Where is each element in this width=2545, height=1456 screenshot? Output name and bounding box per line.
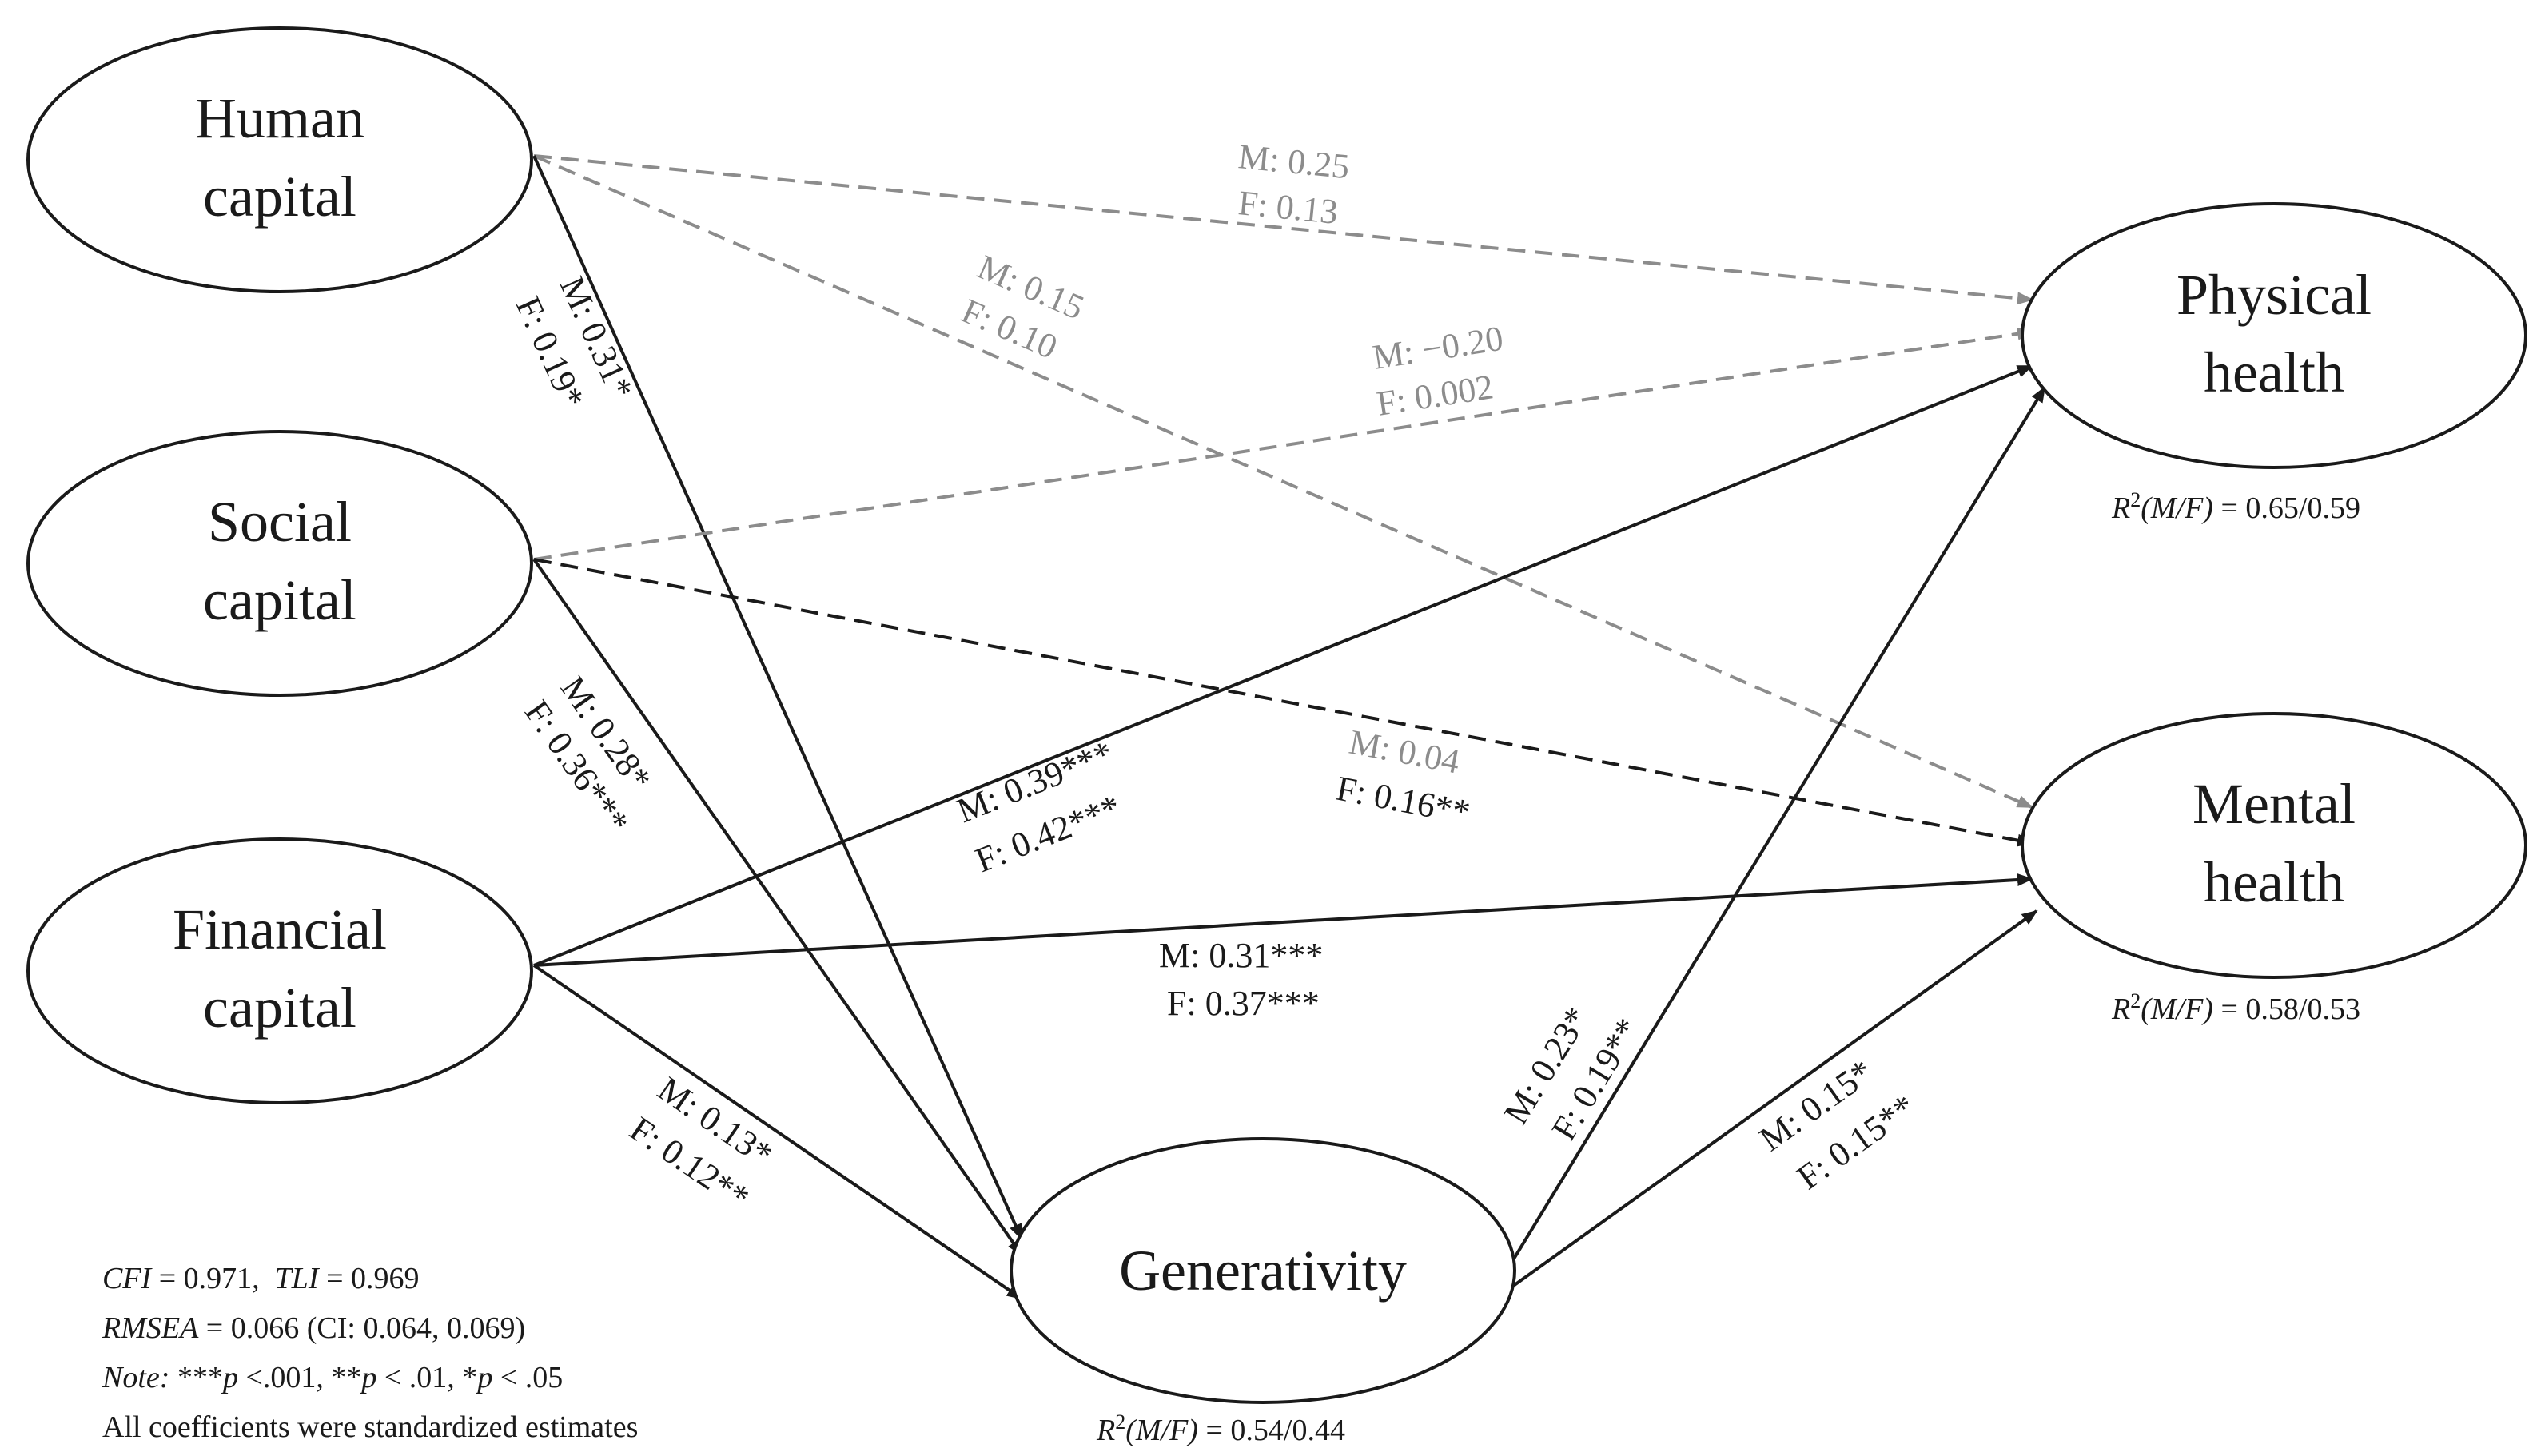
- node-social-capital: Social capital: [26, 430, 533, 697]
- r2-physical: R2(M/F) = 0.65/0.59: [2111, 488, 2360, 525]
- node-human-capital-line1: Human: [195, 86, 364, 150]
- node-generativity-label: Generativity: [1119, 1239, 1407, 1303]
- node-human-capital: Human capital: [26, 26, 533, 293]
- node-social-capital-line1: Social: [208, 490, 352, 554]
- node-mental-health-line2: health: [2204, 850, 2344, 914]
- fit-rmsea: RMSEA = 0.066 (CI: 0.064, 0.069): [102, 1311, 525, 1345]
- fit-standardized-note: All coefficients were standardized estim…: [102, 1410, 638, 1444]
- node-physical-health-line1: Physical: [2177, 263, 2372, 327]
- fit-statistics-block: CFI = 0.971, TLI = 0.969 RMSEA = 0.066 (…: [102, 1262, 638, 1444]
- fit-note: Note: ***p <.001, **p < .01, *p < .05: [102, 1361, 563, 1394]
- node-social-capital-line2: capital: [203, 568, 356, 632]
- fit-cfi-tli: CFI = 0.971, TLI = 0.969: [102, 1262, 420, 1295]
- path-financial-physical: [533, 364, 2033, 967]
- coef-human-physical-m: M: 0.25: [1237, 137, 1351, 186]
- r2-generativity: R2(M/F) = 0.54/0.44: [1096, 1410, 1345, 1447]
- node-human-capital-line2: capital: [203, 165, 356, 229]
- node-mental-health: Mental health: [2021, 712, 2527, 979]
- coef-human-physical-f: F: 0.13: [1237, 183, 1340, 232]
- coef-financial-mental-m: M: 0.31***: [1159, 936, 1323, 975]
- coef-financial-mental-f: F: 0.37***: [1167, 984, 1320, 1023]
- path-financial-mental: [533, 873, 2033, 967]
- node-financial-capital-line2: capital: [203, 976, 356, 1040]
- r2-mental: R2(M/F) = 0.58/0.53: [2111, 989, 2360, 1026]
- path-social-mental: [533, 558, 2033, 847]
- path-social-physical: [533, 327, 2033, 561]
- path-human-generativity: [532, 155, 1023, 1240]
- path-human-mental: [533, 154, 2033, 809]
- path-financial-generativity: [532, 964, 1023, 1300]
- path-generativity-mental: [1505, 909, 2038, 1292]
- node-mental-health-line1: Mental: [2193, 772, 2356, 836]
- node-financial-capital-line1: Financial: [173, 897, 387, 961]
- path-human-physical: [533, 154, 2033, 305]
- node-financial-capital: Financial capital: [26, 837, 533, 1104]
- node-generativity: Generativity: [1010, 1137, 1516, 1404]
- node-physical-health: Physical health: [2021, 202, 2527, 469]
- node-physical-health-line2: health: [2204, 340, 2344, 404]
- path-generativity-physical: [1505, 386, 2046, 1272]
- path-social-generativity: [532, 558, 1023, 1256]
